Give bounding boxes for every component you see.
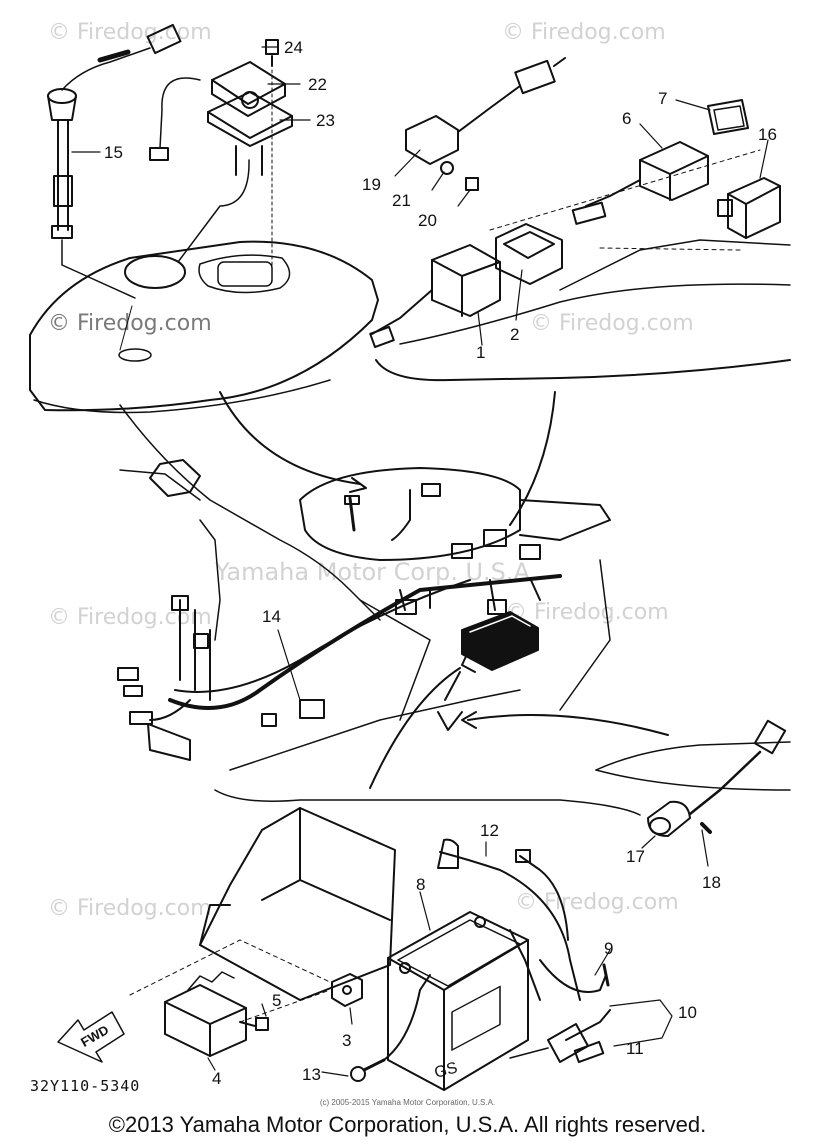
- guide-dashed-bottom: [129, 939, 331, 1023]
- callout-4: 4: [212, 1069, 221, 1088]
- arc-tank-arrowhead: [349, 477, 367, 493]
- watermark-firedog-2: © Firedog.com: [502, 20, 666, 45]
- part-13-terminal: [350, 974, 431, 1082]
- leader-lines: [71, 46, 769, 1077]
- arc-starter-arrowhead: [461, 711, 477, 729]
- small-copyright: (c) 2005-2015 Yamaha Motor Corporation, …: [319, 1098, 496, 1107]
- part-19-21-connector: [405, 57, 566, 191]
- callout-17: 17: [626, 847, 645, 866]
- part-22-24-sender-unit: [124, 39, 293, 289]
- cdi-unit: [461, 611, 539, 671]
- fwd-arrow-icon: FWD: [57, 1011, 125, 1063]
- part-7-cap: [707, 99, 749, 135]
- callout-16: 16: [758, 125, 777, 144]
- part-4-regulator: [164, 971, 247, 1057]
- part-14-wire-harness: [117, 483, 562, 761]
- callout-12: 12: [480, 821, 499, 840]
- callout-18: 18: [702, 873, 721, 892]
- callout-13: 13: [302, 1065, 321, 1084]
- callout-19: 19: [362, 175, 381, 194]
- part-8-battery: GS: [387, 911, 529, 1091]
- arc-battery-to-bike: [369, 667, 461, 789]
- watermark-firedog-1: © Firedog.com: [48, 20, 212, 45]
- part-15-level-gauge: [47, 23, 182, 299]
- svg-text:GS: GS: [433, 1059, 460, 1081]
- callout-24: 24: [284, 38, 303, 57]
- callout-2: 2: [510, 325, 519, 344]
- callout-9: 9: [604, 939, 613, 958]
- part-2-relay: [495, 223, 563, 285]
- part-6-unit: [571, 141, 709, 225]
- part-5-bolt: [239, 1017, 269, 1031]
- guide-line-mid-right: [599, 247, 741, 251]
- part-9-vent-hose: [539, 959, 610, 993]
- arc-tank-to-bike: [219, 391, 361, 485]
- callout-23: 23: [316, 111, 335, 130]
- callout-21: 21: [392, 191, 411, 210]
- part-code: 32Y110-5340: [30, 1077, 141, 1095]
- part-10-11-fuse: [509, 1009, 611, 1064]
- callout-11: 11: [626, 1039, 644, 1058]
- watermark-firedog-7: © Firedog.com: [48, 896, 212, 921]
- part-12-cable: [437, 838, 581, 1001]
- bike-frame: [119, 404, 611, 771]
- callout-14: 14: [262, 607, 281, 626]
- callout-labels: 1 2 3 4 5 6 7 8 9 10 11 12 13 14 15 16 1…: [104, 38, 777, 1088]
- callout-8: 8: [416, 875, 425, 894]
- arrow-cdi: [444, 671, 461, 701]
- part-3-bracket: [331, 973, 363, 1007]
- part-16-unit: [717, 177, 781, 239]
- copyright-footer: ©2013 Yamaha Motor Corporation, U.S.A. A…: [108, 1112, 707, 1137]
- watermark-yamaha: Yamaha Motor Corp. U.S.A.: [215, 558, 538, 586]
- fuel-tank-group: [29, 240, 379, 414]
- watermark-firedog-6: © Firedog.com: [505, 600, 669, 625]
- callout-20: 20: [418, 211, 437, 230]
- callout-7: 7: [658, 89, 667, 108]
- callout-6: 6: [622, 109, 631, 128]
- callout-22: 22: [308, 75, 327, 94]
- arc-relays-to-bike: [509, 391, 556, 526]
- top-right-frame: [375, 239, 791, 382]
- part-1-unit: [369, 244, 501, 348]
- callout-5: 5: [272, 991, 281, 1010]
- part-17-18-starter-switch: [595, 719, 791, 837]
- callout-15: 15: [104, 143, 123, 162]
- callout-1: 1: [476, 343, 485, 362]
- arrow-up-cdi: [461, 651, 476, 673]
- arrow-head-cdi: [437, 711, 463, 731]
- guide-line-top-right: [489, 149, 761, 231]
- callout-10: 10: [678, 1003, 697, 1022]
- arc-starter-to-bike: [467, 714, 669, 736]
- bottom-frame: [199, 789, 641, 1001]
- watermark-firedog-4: © Firedog.com: [530, 311, 694, 336]
- callout-3: 3: [342, 1031, 351, 1050]
